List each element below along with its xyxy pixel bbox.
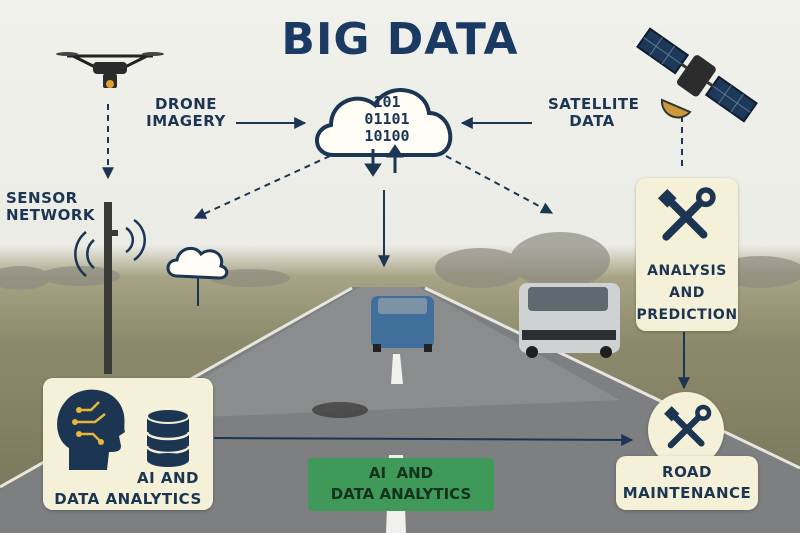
road-edge-right (424, 286, 800, 470)
ai-analytics-badge: AI AND DATA ANALYTICS (308, 458, 494, 511)
satellite-data-label: SATELLITE DATA (548, 95, 640, 131)
satellite-icon (636, 27, 758, 123)
road-label-line-1: ROAD (662, 463, 712, 481)
maintenance-label-box (616, 456, 758, 510)
diagram-title: BIG DATA (281, 14, 519, 65)
ai-left-line-1: AI AND (136, 469, 199, 487)
wrench-screwdriver-icon (664, 404, 712, 449)
arrow-cloud-to-sensor (193, 155, 331, 219)
road-surface-far (130, 287, 620, 420)
tools-icon (657, 187, 716, 241)
ai-analytics-panel: AI AND DATA ANALYTICS (43, 378, 213, 510)
drone-label-line-1: DRONE (154, 95, 218, 113)
binary-line-1: 101 (373, 93, 400, 111)
ai-center-line-1: AI AND (368, 464, 434, 482)
pothole (312, 402, 368, 418)
sensor-network-label: SENSOR NETWORK (6, 189, 108, 225)
arrow-cloud-to-analysis (445, 155, 554, 214)
binary-line-2: 01101 (364, 110, 409, 128)
satellite-label-line-2: DATA (569, 112, 615, 131)
database-icon (145, 408, 191, 467)
brain-head-icon (57, 389, 125, 470)
road-maintenance-label: ROAD MAINTENANCE (616, 462, 758, 504)
cloud-icon (315, 88, 453, 157)
central-cloud: 101 01101 10100 (315, 88, 453, 177)
ai-center-line-2: DATA ANALYTICS (330, 485, 472, 503)
binary-line-3: 10100 (364, 127, 409, 145)
up-down-arrows-icon (364, 144, 404, 177)
arrow-ai-to-road (213, 433, 634, 446)
analysis-label-line-3: PREDICTION (636, 307, 738, 323)
sensor-label-line-1: SENSOR (6, 189, 78, 207)
sensor-pole-icon (74, 202, 146, 374)
satellite-label-line-1: SATELLITE (548, 95, 640, 113)
sensor-label-line-2: NETWORK (6, 206, 96, 225)
drone-icon (56, 52, 164, 88)
analysis-label-line-1: ANALYSIS (647, 263, 727, 279)
analysis-prediction-panel: ANALYSIS AND PREDICTION (636, 178, 738, 331)
road-maintenance-panel: ROAD MAINTENANCE (616, 392, 758, 510)
road-label-line-2: MAINTENANCE (622, 484, 752, 502)
ai-left-line-2: DATA ANALYTICS (54, 490, 202, 508)
analysis-label: ANALYSIS AND PREDICTION (636, 260, 738, 326)
analysis-label-line-2: AND (669, 285, 705, 301)
drone-label-line-2: IMAGERY (146, 112, 226, 131)
blue-car (371, 296, 434, 352)
white-van (519, 283, 620, 358)
drone-imagery-label: DRONE IMAGERY (138, 95, 234, 131)
ai-left-label: AI AND DATA ANALYTICS (43, 468, 213, 510)
small-cloud-icon (166, 246, 229, 306)
